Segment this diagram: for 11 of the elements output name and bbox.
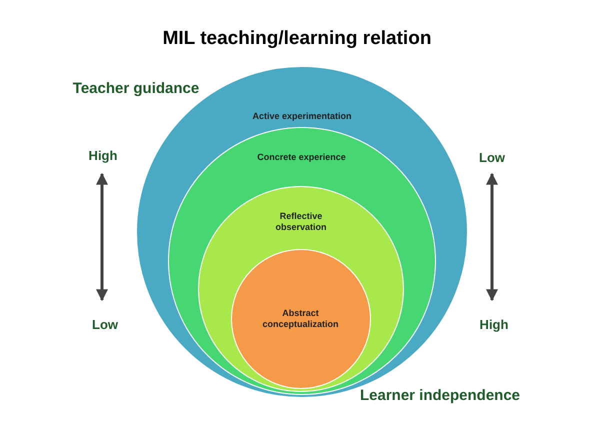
diagram-title: MIL teaching/learning relation [162, 28, 432, 50]
stage-label: Active experimentation [251, 111, 353, 122]
scale-label: Low [92, 317, 118, 332]
scale-label: High [480, 317, 508, 332]
axis-caption: Learner independence [360, 387, 520, 404]
scale-label: Low [479, 150, 505, 165]
axis-caption: Teacher guidance [72, 80, 200, 97]
scale-label: High [88, 148, 118, 163]
stage-label: Concrete experience [256, 152, 346, 163]
stage-label: Reflective observation [274, 211, 328, 233]
stage-label: Abstract conceptualization [261, 308, 340, 330]
